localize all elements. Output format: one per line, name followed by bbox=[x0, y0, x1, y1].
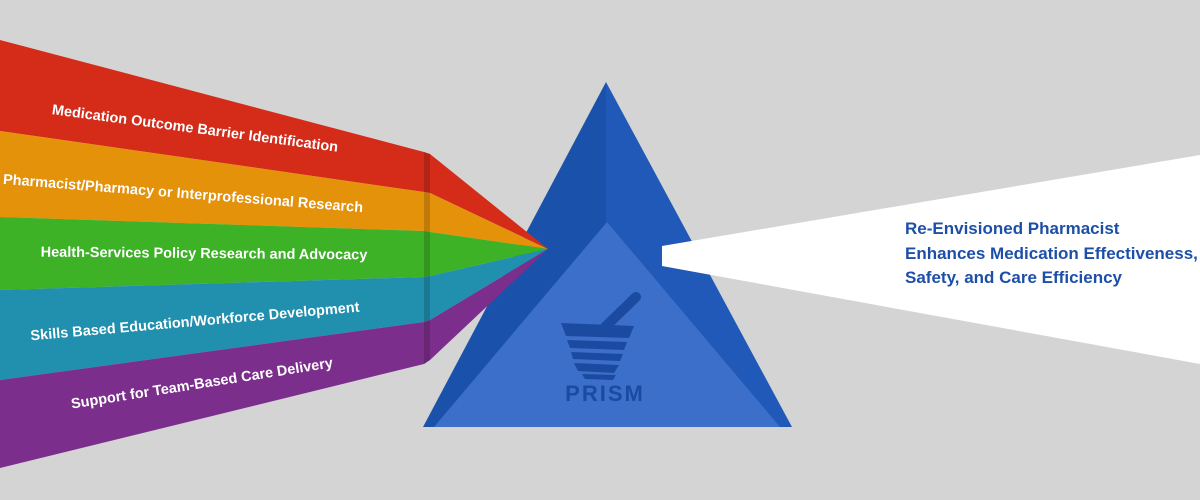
mortar-bowl-bottom bbox=[574, 363, 619, 373]
band-green-shape bbox=[0, 217, 548, 290]
input-bands-group bbox=[0, 40, 548, 468]
output-beam-shape bbox=[662, 155, 1200, 364]
mortar-and-pestle-icon bbox=[561, 292, 641, 380]
beam-text-line: Re-Envisioned Pharmacist bbox=[905, 219, 1120, 238]
mortar-stripe bbox=[571, 352, 623, 361]
mortar-rim bbox=[561, 323, 634, 338]
mortar-stripe bbox=[567, 340, 627, 350]
band-fold-shade bbox=[424, 152, 430, 364]
band-orange-shape bbox=[0, 131, 548, 249]
beam-text-block: Re-Envisioned Pharmacist Enhances Medica… bbox=[905, 217, 1198, 291]
mortar-foot bbox=[582, 374, 616, 380]
band-red-shape bbox=[0, 40, 548, 249]
band-purple-shape bbox=[0, 249, 548, 468]
band-teal-shape bbox=[0, 249, 548, 380]
pestle-icon bbox=[599, 292, 641, 333]
beam-text-line: Enhances Medication Effectiveness, bbox=[905, 243, 1198, 263]
beam-text-line: Safety, and Care Efficiency bbox=[905, 268, 1122, 287]
prism-title: PRISM bbox=[565, 381, 645, 406]
band-label-policy-research: Health-Services Policy Research and Advo… bbox=[40, 244, 368, 264]
